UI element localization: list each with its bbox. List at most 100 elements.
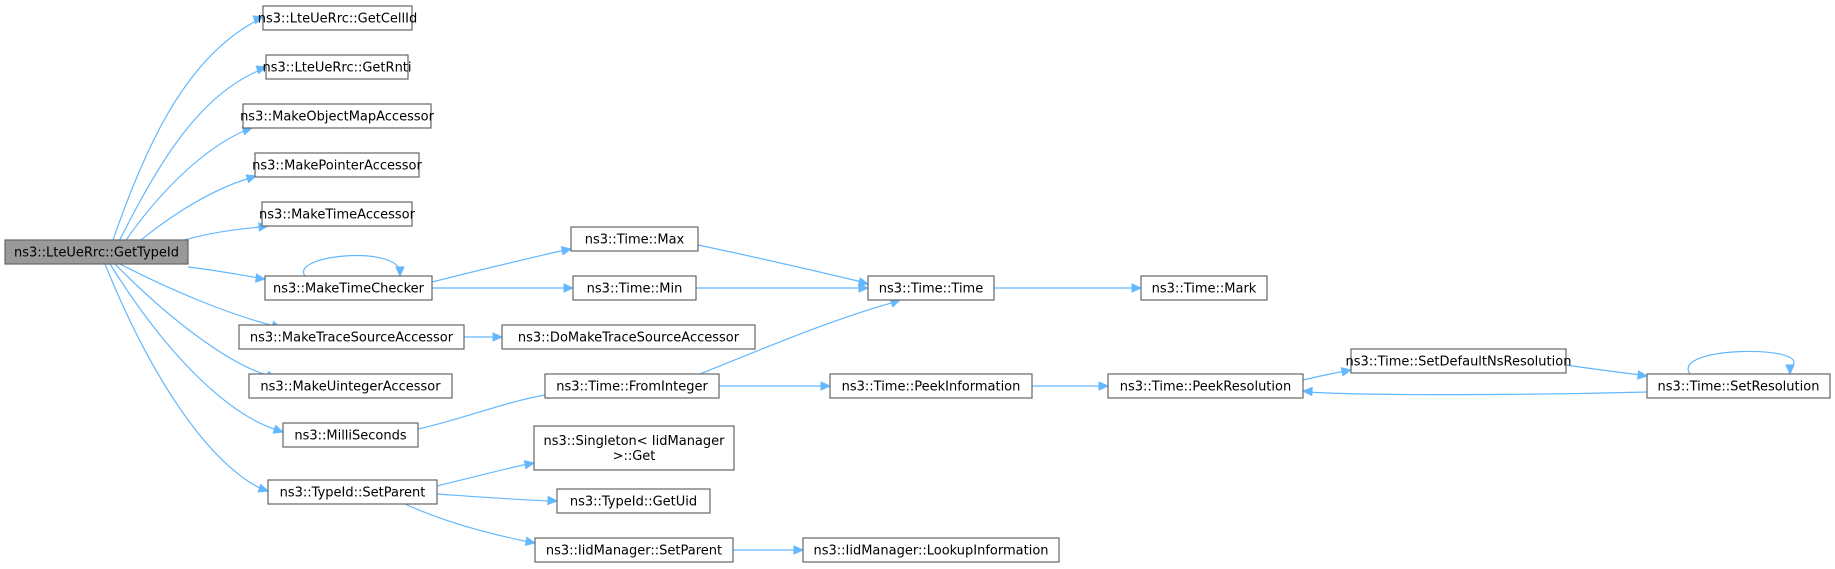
edge-mktrace-to-dotrace (464, 332, 504, 342)
edge-root-to-getcellid (104, 15, 265, 264)
node-box (1107, 373, 1304, 399)
node-box (802, 537, 1060, 563)
edge-line (431, 249, 566, 283)
arrowhead-icon (1098, 381, 1110, 391)
edge-root-to-mktimechk (187, 266, 267, 283)
node-ttime[interactable]: ns3::Time::Time (867, 275, 995, 301)
edge-line (699, 301, 896, 375)
edge-setdefns-to-setres (1565, 364, 1649, 380)
node-mktimeacc[interactable]: ns3::MakeTimeAccessor (259, 201, 416, 227)
edge-line (1687, 350, 1795, 375)
edge-fromint-to-peekinfo (719, 381, 832, 391)
node-box (242, 103, 432, 129)
arrowhead-icon (272, 424, 285, 434)
node-label: ns3::Time::Time (879, 282, 983, 297)
edge-line (107, 69, 261, 264)
node-fromint[interactable]: ns3::Time::FromInteger (544, 373, 720, 399)
node-getrnti[interactable]: ns3::LteUeRrc::GetRnti (262, 54, 412, 80)
node-label: ns3::DoMakeTraceSourceAccessor (518, 331, 740, 346)
node-label: ns3::TypeId::SetParent (280, 486, 426, 501)
node-tmark[interactable]: ns3::Time::Mark (1140, 275, 1268, 301)
edge-root-to-mktrace (119, 263, 283, 330)
node-tidsetpar[interactable]: ns3::TypeId::SetParent (267, 479, 438, 505)
node-setdefns[interactable]: ns3::Time::SetDefaultNsResolution (1346, 348, 1572, 374)
node-label: ns3::MilliSeconds (294, 429, 407, 444)
node-dotrace[interactable]: ns3::DoMakeTraceSourceAccessor (501, 324, 756, 350)
node-label: >::Get (613, 449, 656, 464)
node-box (1646, 373, 1831, 399)
node-tmax[interactable]: ns3::Time::Max (570, 226, 699, 252)
node-mktimechk[interactable]: ns3::MakeTimeChecker (264, 275, 433, 301)
node-label: ns3::MakeUintegerAccessor (260, 380, 441, 395)
node-box (254, 152, 420, 178)
node-box (264, 275, 433, 301)
edge-tidsetpar-to-getuid (436, 493, 559, 506)
edge-tmin-to-ttime (696, 283, 870, 293)
node-box (1350, 348, 1567, 374)
edge-line (109, 263, 278, 431)
node-box (570, 226, 699, 252)
node-lookup[interactable]: ns3::IidManager::LookupInformation (802, 537, 1060, 563)
edge-mktimechk-to-mktimechk (302, 254, 405, 278)
node-label: ns3::Time::SetResolution (1658, 380, 1820, 395)
node-label: ns3::LteUeRrc::GetRnti (262, 61, 411, 76)
arrowhead-icon (395, 266, 405, 278)
node-box (867, 275, 995, 301)
edge-line (1302, 370, 1346, 381)
node-mkobjmap[interactable]: ns3::MakeObjectMapAccessor (240, 103, 435, 129)
arrowhead-icon (1636, 370, 1649, 380)
arrowhead-icon (1131, 283, 1143, 293)
nodes-layer: ns3::LteUeRrc::GetTypeId ns3::LteUeRrc::G… (4, 5, 1831, 563)
edge-mktimechk-to-tmin (432, 283, 575, 293)
node-singleton[interactable]: ns3::Singleton< IidManager>::Get (533, 425, 735, 471)
node-label: ns3::TypeId::GetUid (570, 495, 697, 510)
arrowhead-icon (524, 536, 537, 546)
node-tmin[interactable]: ns3::Time::Min (572, 275, 697, 301)
edge-setres-to-setres (1687, 350, 1795, 376)
node-mkptr[interactable]: ns3::MakePointerAccessor (252, 152, 423, 178)
edge-fromint-to-ttime (699, 298, 902, 375)
node-mktrace[interactable]: ns3::MakeTraceSourceAccessor (238, 324, 465, 350)
edge-root-to-millis (109, 263, 285, 434)
node-box (261, 201, 413, 227)
node-label: ns3::IidManager::LookupInformation (813, 544, 1048, 559)
node-peekres[interactable]: ns3::Time::PeekResolution (1107, 373, 1304, 399)
node-mkuint[interactable]: ns3::MakeUintegerAccessor (248, 373, 453, 399)
node-getuid[interactable]: ns3::TypeId::GetUid (556, 488, 711, 514)
node-label: ns3::Time::FromInteger (556, 380, 708, 395)
arrowhead-icon (1340, 367, 1353, 377)
arrowhead-icon (563, 283, 575, 293)
node-box (4, 239, 189, 265)
node-box (534, 537, 734, 563)
node-getcellid[interactable]: ns3::LteUeRrc::GetCellId (258, 5, 417, 31)
node-label: ns3::Time::Min (587, 282, 683, 297)
edge-root-to-tidsetpar (104, 263, 270, 493)
node-millis[interactable]: ns3::MilliSeconds (282, 422, 419, 448)
arrowhead-icon (793, 545, 805, 555)
edge-mktimechk-to-tmax (431, 246, 573, 283)
edge-line (417, 393, 552, 430)
node-setres[interactable]: ns3::Time::SetResolution (1646, 373, 1831, 399)
node-iidsetpar[interactable]: ns3::IidManager::SetParent (534, 537, 734, 563)
edge-line (1308, 391, 1648, 396)
node-label: ns3::MakeTraceSourceAccessor (250, 331, 454, 346)
edge-line (436, 463, 529, 487)
node-label: ns3::Time::SetDefaultNsResolution (1346, 355, 1572, 370)
edge-tidsetpar-to-singleton (436, 460, 536, 487)
node-root[interactable]: ns3::LteUeRrc::GetTypeId (4, 239, 189, 265)
node-box (501, 324, 756, 350)
node-label: ns3::Time::Max (585, 233, 685, 248)
edge-peekres-to-setdefns (1302, 367, 1353, 381)
edge-ttime-to-tmark (994, 283, 1143, 293)
node-label: ns3::Time::PeekResolution (1120, 380, 1291, 395)
edge-line (1565, 364, 1642, 376)
arrowhead-icon (257, 483, 270, 493)
edge-line (302, 254, 401, 277)
node-peekinfo[interactable]: ns3::Time::PeekInformation (829, 373, 1033, 399)
edge-line (114, 263, 271, 377)
arrowhead-icon (858, 283, 870, 293)
node-box (829, 373, 1033, 399)
edge-line (104, 19, 259, 264)
node-label: ns3::MakeTimeAccessor (259, 208, 416, 223)
node-box (572, 275, 697, 301)
